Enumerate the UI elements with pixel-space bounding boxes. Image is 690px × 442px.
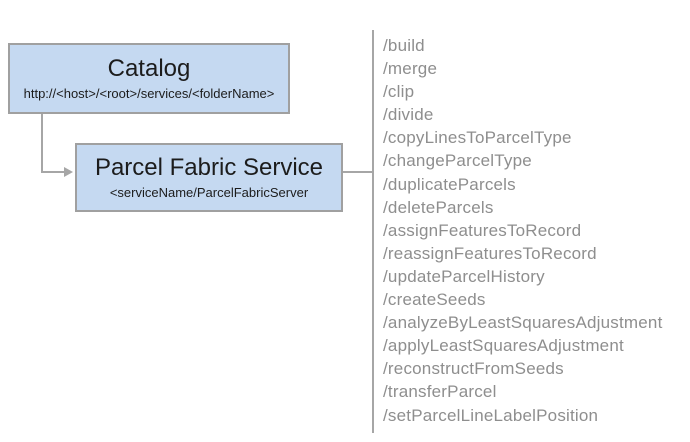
connector-arrowhead-right-icon: [64, 167, 73, 177]
catalog-box: Catalog http://<host>/<root>/services/<f…: [8, 43, 290, 114]
operation-item: /deleteParcels: [383, 197, 494, 217]
operation-item: /reconstructFromSeeds: [383, 359, 564, 379]
operation-item: /build: [383, 36, 425, 55]
operation-item: /createSeeds: [383, 290, 486, 310]
operation-item: /reassignFeaturesToRecord: [383, 243, 597, 263]
catalog-box-title: Catalog: [107, 54, 191, 82]
operation-item: /assignFeaturesToRecord: [383, 220, 582, 240]
parcel-fabric-service-box: Parcel Fabric Service <serviceName/Parce…: [75, 143, 343, 212]
service-to-operations-connector-line: [343, 171, 373, 173]
operation-item: /copyLinesToParcelType: [383, 128, 572, 148]
operation-item: /updateParcelHistory: [383, 266, 545, 286]
operation-item: /applyLeastSquaresAdjustment: [383, 336, 624, 356]
parcel-fabric-service-box-url: <serviceName/ParcelFabricServer: [109, 185, 309, 201]
operations-list: /build /merge /clip /divide /copyLinesTo…: [383, 34, 663, 427]
parcel-fabric-service-box-title: Parcel Fabric Service: [94, 153, 324, 181]
catalog-to-service-connector-vertical-line: [41, 114, 43, 173]
operation-item: /clip: [383, 82, 415, 102]
operation-item: /changeParcelType: [383, 151, 532, 171]
catalog-to-service-connector-horizontal-line: [41, 171, 65, 173]
operation-item: /analyzeByLeastSquaresAdjustment: [383, 313, 663, 333]
operation-item: /merge: [383, 59, 438, 79]
operations-separator-line: [372, 30, 374, 433]
operation-item: /duplicateParcels: [383, 174, 516, 194]
operation-item: /divide: [383, 105, 434, 125]
operation-item: /setParcelLineLabelPosition: [383, 405, 599, 425]
catalog-box-url: http://<host>/<root>/services/<folderNam…: [23, 86, 275, 102]
operation-item: /transferParcel: [383, 382, 497, 402]
